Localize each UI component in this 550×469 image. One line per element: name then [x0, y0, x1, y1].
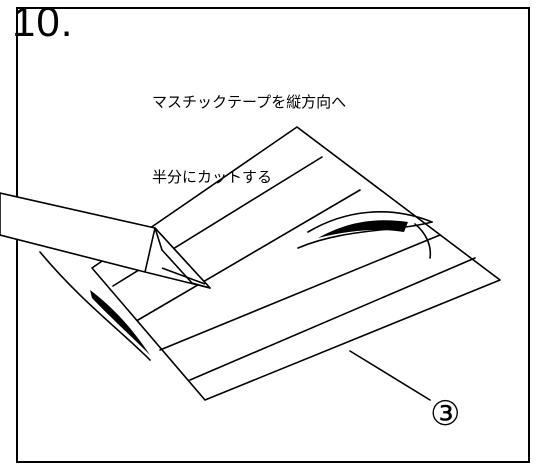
tape-fold-line	[189, 257, 476, 381]
part-number-3: ③	[430, 394, 460, 434]
instruction-line-1: マスチックテープを縦方向へ	[152, 93, 347, 111]
instruction-line-2: 半分にカットする	[152, 168, 273, 186]
lower-tape-shade	[90, 290, 150, 355]
leader-line	[349, 350, 431, 401]
tape-fold-line	[137, 189, 361, 321]
tape-curved-edge	[39, 251, 151, 361]
cutter-tool	[0, 192, 211, 289]
tape-fold-line	[159, 234, 441, 351]
peeled-tape-curl	[414, 223, 432, 259]
instruction-text: マスチックテープを縦方向へ 半分にカットする	[152, 40, 346, 215]
peeled-tape-edge	[297, 221, 433, 249]
peeled-tape-edge	[307, 211, 433, 233]
peeled-tape-shade	[318, 220, 408, 238]
step-number: 10.	[12, 0, 74, 45]
tape-sheet	[91, 126, 501, 401]
